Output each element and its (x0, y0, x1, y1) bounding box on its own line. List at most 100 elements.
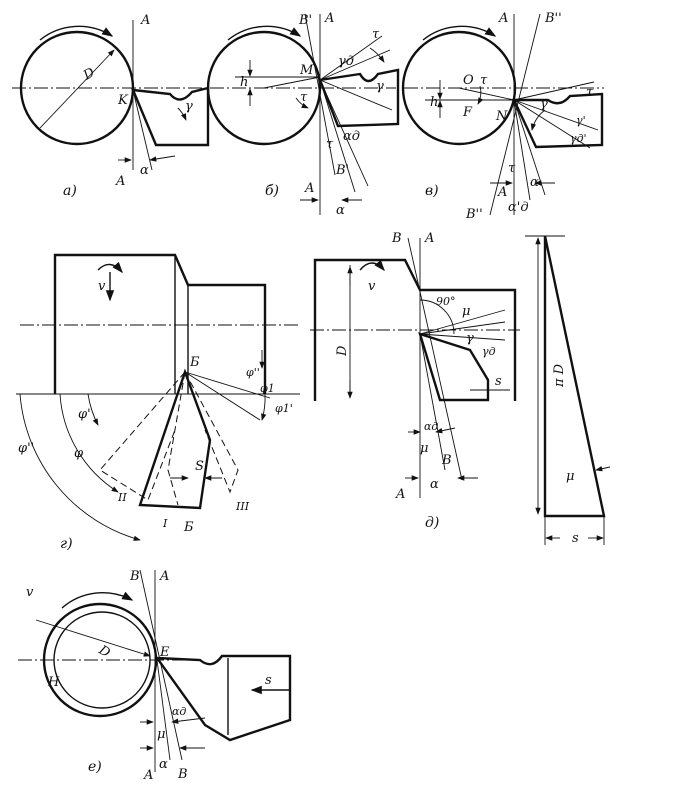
flank-line (132, 89, 153, 171)
flank-line (419, 333, 446, 471)
caption-b: б) (265, 183, 279, 199)
label-B-top: B (129, 569, 140, 584)
flank-line-2 (319, 79, 369, 187)
alpha-d-arrow-right (171, 717, 206, 724)
rake-line-gamma (419, 321, 506, 335)
workpiece-body (313, 258, 517, 401)
phi1-prime-arc (261, 393, 267, 421)
plane-B1-B1 (304, 13, 336, 176)
label-gamma-d: γд (482, 345, 496, 358)
label-E: E (159, 645, 170, 660)
label-B-top: B (391, 231, 402, 246)
unrolled-helix-triangle: π D μ s (525, 235, 611, 546)
label-K: K (117, 93, 129, 108)
gamma-arc (177, 107, 187, 121)
label-mu: μ (566, 469, 574, 484)
caption-a: а) (63, 183, 77, 199)
aux-edge-line (184, 371, 261, 421)
rake-line-3 (319, 79, 393, 111)
label-mu: μ (157, 727, 165, 742)
rotation-arrow-icon (227, 25, 302, 41)
tool-edge-I-dashed (167, 371, 186, 506)
label-B-bottom: B (441, 453, 452, 468)
label-alpha-d: αд (343, 129, 360, 144)
phi-prime-arc (87, 393, 99, 426)
plane-B2-B2 (489, 13, 541, 216)
caption-v: в) (425, 183, 439, 199)
label-phi1-prime: φ1' (275, 402, 293, 415)
rake-line-gamma-d (419, 333, 506, 341)
label-gamma-d: γд (338, 54, 354, 69)
label-alpha: α (530, 175, 539, 190)
label-alpha: α (140, 163, 149, 178)
label-B2-bottom: B'' (465, 207, 483, 222)
cutting-tool (154, 654, 292, 742)
label-phi1: φ1 (260, 382, 275, 395)
label-h: h (430, 95, 438, 110)
label-phi-dd: φ'' (246, 366, 260, 379)
label-s: s (495, 374, 502, 389)
label-gamma: γ (466, 331, 474, 346)
label-ninety: 90° (436, 295, 456, 308)
rotation-arrow-icon (97, 261, 123, 274)
label-v: v (26, 585, 34, 600)
rotation-arrow-icon (422, 25, 497, 41)
label-A-top: A (159, 569, 169, 584)
rotation-arrow-icon (61, 591, 134, 609)
label-tau-mid: τ (300, 90, 308, 105)
label-II: II (117, 491, 127, 504)
aux-edge-line-2 (184, 371, 271, 399)
label-A-top: A (324, 11, 334, 26)
label-mu-top: μ (462, 304, 470, 319)
panel-d: B A v D 90° μ γ γд s αд μ B A α д) (310, 231, 520, 531)
rake-line-3 (513, 99, 591, 149)
radius-line (458, 87, 515, 101)
label-A-bottom: A (143, 768, 153, 783)
label-tau-top: τ (372, 27, 380, 42)
cutting-tool (512, 92, 604, 149)
rake-line-mu (419, 309, 506, 335)
radius-line (263, 76, 321, 89)
phi-arc (59, 393, 119, 493)
tool-position-III (184, 371, 239, 494)
rotation-arrow-icon (359, 259, 385, 272)
label-alpha: α (430, 477, 439, 492)
tau-arc (295, 97, 309, 109)
gamma-d-arc (369, 47, 385, 63)
flank-line (156, 659, 171, 761)
helix-triangle (543, 235, 606, 518)
label-B-bottom: Б (183, 520, 194, 535)
flank-line-1 (319, 79, 356, 193)
flank-line-2 (513, 99, 546, 196)
label-s: s (265, 673, 272, 688)
alpha-d-arrow-right (435, 427, 456, 434)
label-tau3: τ (508, 161, 516, 176)
label-v: v (368, 279, 376, 294)
label-alpha: α (336, 203, 345, 218)
label-tau1: τ (480, 73, 488, 88)
label-A-bottom: A (304, 181, 314, 196)
label-alpha-d: αд (424, 420, 438, 433)
label-alpha: α (159, 757, 168, 772)
mu-arrow (595, 466, 611, 472)
label-phi-prime: φ' (78, 407, 91, 422)
tool-position-II (99, 371, 186, 501)
panel-v: A B'' O τ h F N γ τ γ' γд' τ α A α'д B''… (401, 11, 604, 222)
label-H: H (47, 675, 60, 690)
rake-line-2 (319, 35, 383, 81)
label-alpha-d: αд (172, 705, 186, 718)
label-alpha-d1: α'д (508, 200, 529, 215)
label-A-top: A (424, 231, 434, 246)
label-gamma: γ (376, 79, 384, 94)
label-A-top: A (140, 13, 150, 28)
label-tau2: τ (586, 85, 594, 100)
label-phi-dd-left: φ'' (18, 441, 34, 456)
gamma-arc (530, 109, 546, 131)
label-B-bottom: B (177, 767, 188, 782)
label-S: S (195, 459, 204, 474)
label-O: O (463, 73, 474, 88)
label-phi: φ (74, 446, 84, 461)
cutting-tool (318, 68, 400, 128)
panel-g: v Б φ'' φ1 φ1' φ' φ'' φ S II I Б III г) (16, 253, 300, 552)
